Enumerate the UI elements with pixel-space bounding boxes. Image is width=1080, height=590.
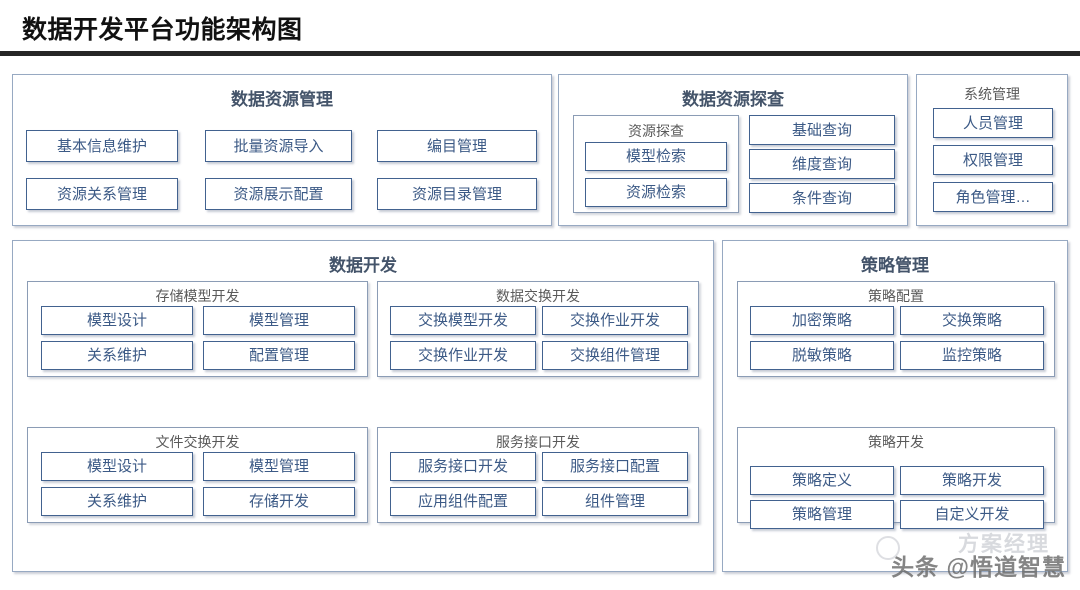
watermark-ghost-text: 方案经理 [958,533,1050,556]
item-model-management[interactable]: 模型管理 [203,306,355,335]
panel-policy-management: 策略管理 策略配置 加密策略 交换策略 脱敏策略 监控策略 策略开发 策略定义 … [722,240,1068,572]
item-exchange-job-development-2[interactable]: 交换作业开发 [390,341,536,370]
item-condition-query[interactable]: 条件查询 [749,183,895,213]
item-service-interface-development[interactable]: 服务接口开发 [390,452,536,481]
item-dimension-query[interactable]: 维度查询 [749,149,895,179]
item-basic-query[interactable]: 基础查询 [749,115,895,145]
subgroup-service-interface-development: 服务接口开发 服务接口开发 服务接口配置 应用组件配置 组件管理 [377,427,699,523]
panel-data-resource-exploration: 数据资源探查 资源探查 模型检索 资源检索 基础查询 维度查询 条件查询 [558,74,908,226]
item-exchange-policy[interactable]: 交换策略 [900,306,1044,335]
item-file-relation-maintenance[interactable]: 关系维护 [41,487,193,516]
item-component-management[interactable]: 组件管理 [542,487,688,516]
smiley-circle-icon [876,536,900,560]
subgroup-policy-configuration: 策略配置 加密策略 交换策略 脱敏策略 监控策略 [737,281,1055,377]
item-policy-development[interactable]: 策略开发 [900,466,1044,495]
item-policy-management[interactable]: 策略管理 [750,500,894,529]
item-file-model-design[interactable]: 模型设计 [41,452,193,481]
item-application-component-config[interactable]: 应用组件配置 [390,487,536,516]
item-catalog-management[interactable]: 编目管理 [377,130,537,162]
subgroup-title-policy-configuration: 策略配置 [868,288,924,304]
item-personnel-management[interactable]: 人员管理 [933,108,1053,138]
item-file-model-management[interactable]: 模型管理 [203,452,355,481]
item-custom-development[interactable]: 自定义开发 [900,500,1044,529]
item-config-management[interactable]: 配置管理 [203,341,355,370]
item-basic-info-maintenance[interactable]: 基本信息维护 [26,130,178,162]
panel-system-management: 系统管理 人员管理 权限管理 角色管理… [916,74,1068,226]
page-title: 数据开发平台功能架构图 [22,16,303,44]
section-title-system-management: 系统管理 [964,86,1020,102]
subgroup-resource-exploration: 资源探查 模型检索 资源检索 [573,115,739,213]
subgroup-storage-model-development: 存储模型开发 模型设计 模型管理 关系维护 配置管理 [27,281,368,377]
subgroup-title-resource-exploration: 资源探查 [628,123,684,139]
item-desensitization-policy[interactable]: 脱敏策略 [750,341,894,370]
subgroup-title-service-interface-development: 服务接口开发 [496,434,580,450]
section-title-data-development: 数据开发 [329,256,397,275]
item-monitoring-policy[interactable]: 监控策略 [900,341,1044,370]
subgroup-title-file-exchange-development: 文件交换开发 [155,434,240,450]
section-title-data-resource-exploration: 数据资源探查 [682,90,784,109]
watermark-text: 头条 @悟道智慧 [891,554,1066,580]
item-relation-maintenance[interactable]: 关系维护 [41,341,193,370]
item-policy-definition[interactable]: 策略定义 [750,466,894,495]
item-exchange-component-management[interactable]: 交换组件管理 [542,341,688,370]
item-resource-retrieval[interactable]: 资源检索 [585,178,727,207]
panel-data-resource-management: 数据资源管理 基本信息维护 批量资源导入 编目管理 资源关系管理 资源展示配置 … [12,74,552,226]
subgroup-data-exchange-development: 数据交换开发 交换模型开发 交换作业开发 交换作业开发 交换组件管理 [377,281,699,377]
item-encryption-policy[interactable]: 加密策略 [750,306,894,335]
subgroup-policy-development: 策略开发 策略定义 策略开发 策略管理 自定义开发 [737,427,1055,529]
item-role-management[interactable]: 角色管理… [933,182,1053,212]
item-resource-relation-management[interactable]: 资源关系管理 [26,178,178,210]
title-divider [0,51,1080,56]
item-resource-display-config[interactable]: 资源展示配置 [205,178,352,210]
subgroup-title-policy-development: 策略开发 [868,434,924,450]
item-model-design[interactable]: 模型设计 [41,306,193,335]
item-permission-management[interactable]: 权限管理 [933,145,1053,175]
item-resource-catalog-management[interactable]: 资源目录管理 [377,178,537,210]
item-storage-development[interactable]: 存储开发 [203,487,355,516]
subgroup-title-data-exchange-development: 数据交换开发 [496,288,580,304]
item-model-retrieval[interactable]: 模型检索 [585,142,727,171]
section-title-policy-management: 策略管理 [861,256,929,275]
subgroup-title-storage-model-development: 存储模型开发 [155,288,240,304]
item-exchange-job-development-1[interactable]: 交换作业开发 [542,306,688,335]
item-service-interface-config[interactable]: 服务接口配置 [542,452,688,481]
panel-data-development: 数据开发 存储模型开发 模型设计 模型管理 关系维护 配置管理 数据交换开发 交… [12,240,714,572]
subgroup-file-exchange-development: 文件交换开发 模型设计 模型管理 关系维护 存储开发 [27,427,368,523]
section-title-data-resource-management: 数据资源管理 [231,90,333,109]
item-exchange-model-development[interactable]: 交换模型开发 [390,306,536,335]
item-batch-resource-import[interactable]: 批量资源导入 [205,130,352,162]
